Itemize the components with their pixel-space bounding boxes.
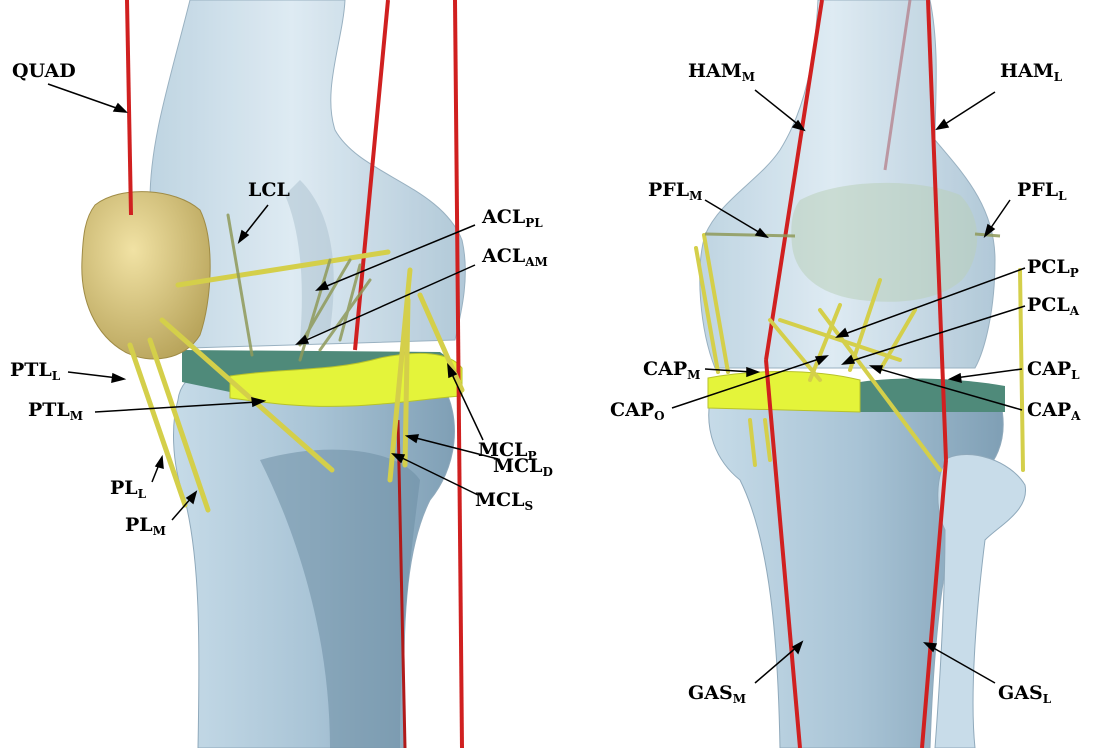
arrow-ham-l — [937, 92, 995, 129]
label-gas-l: GASL — [998, 684, 1051, 703]
label-cap-m: CAPM — [643, 360, 700, 379]
label-pfl-l: PFLL — [1017, 181, 1067, 200]
label-ham-m: HAMM — [688, 62, 755, 81]
label-lcl: LCL — [248, 181, 290, 200]
arrow-pfl-l — [985, 200, 1010, 236]
label-cap-o: CAPO — [610, 401, 665, 420]
label-ptl-m: PTLM — [28, 401, 83, 420]
label-pcl-p: PCLP — [1027, 258, 1079, 277]
label-ptl-l: PTLL — [10, 361, 60, 380]
label-acl-pl: ACLPL — [482, 208, 543, 227]
right-condyle-overlay — [791, 183, 977, 302]
cap-l-fiber — [1020, 270, 1023, 470]
right-femur — [700, 0, 995, 368]
arrow-cap-l — [950, 369, 1022, 382]
arrow-quad — [48, 84, 126, 112]
label-mcl-s: MCLS — [475, 491, 533, 510]
right-knee-view — [696, 0, 1026, 748]
label-cap-a: CAPA — [1027, 401, 1080, 420]
label-pl-m: PLM — [125, 516, 166, 535]
quad-muscle-line — [127, 0, 131, 215]
left-knee-view — [82, 0, 466, 748]
arrow-ptl-l — [68, 372, 124, 382]
arrow-ham-m — [755, 90, 804, 130]
right-meniscus — [708, 372, 860, 413]
mcl-d-fiber — [405, 300, 408, 465]
pfl-m-fiber — [705, 234, 795, 236]
label-acl-am: ACLAM — [482, 247, 548, 266]
arrow-pl-l — [152, 457, 163, 482]
label-pcl-a: PCLA — [1027, 296, 1079, 315]
label-pl-l: PLL — [110, 479, 146, 498]
label-mcl-d: MCLD — [493, 457, 553, 476]
label-quad: QUAD — [12, 62, 76, 81]
label-ham-l: HAML — [1000, 62, 1062, 81]
label-pfl-m: PFLM — [648, 181, 702, 200]
label-gas-m: GASM — [688, 684, 746, 703]
label-cap-l: CAPL — [1027, 360, 1080, 379]
left-patella — [82, 192, 210, 359]
